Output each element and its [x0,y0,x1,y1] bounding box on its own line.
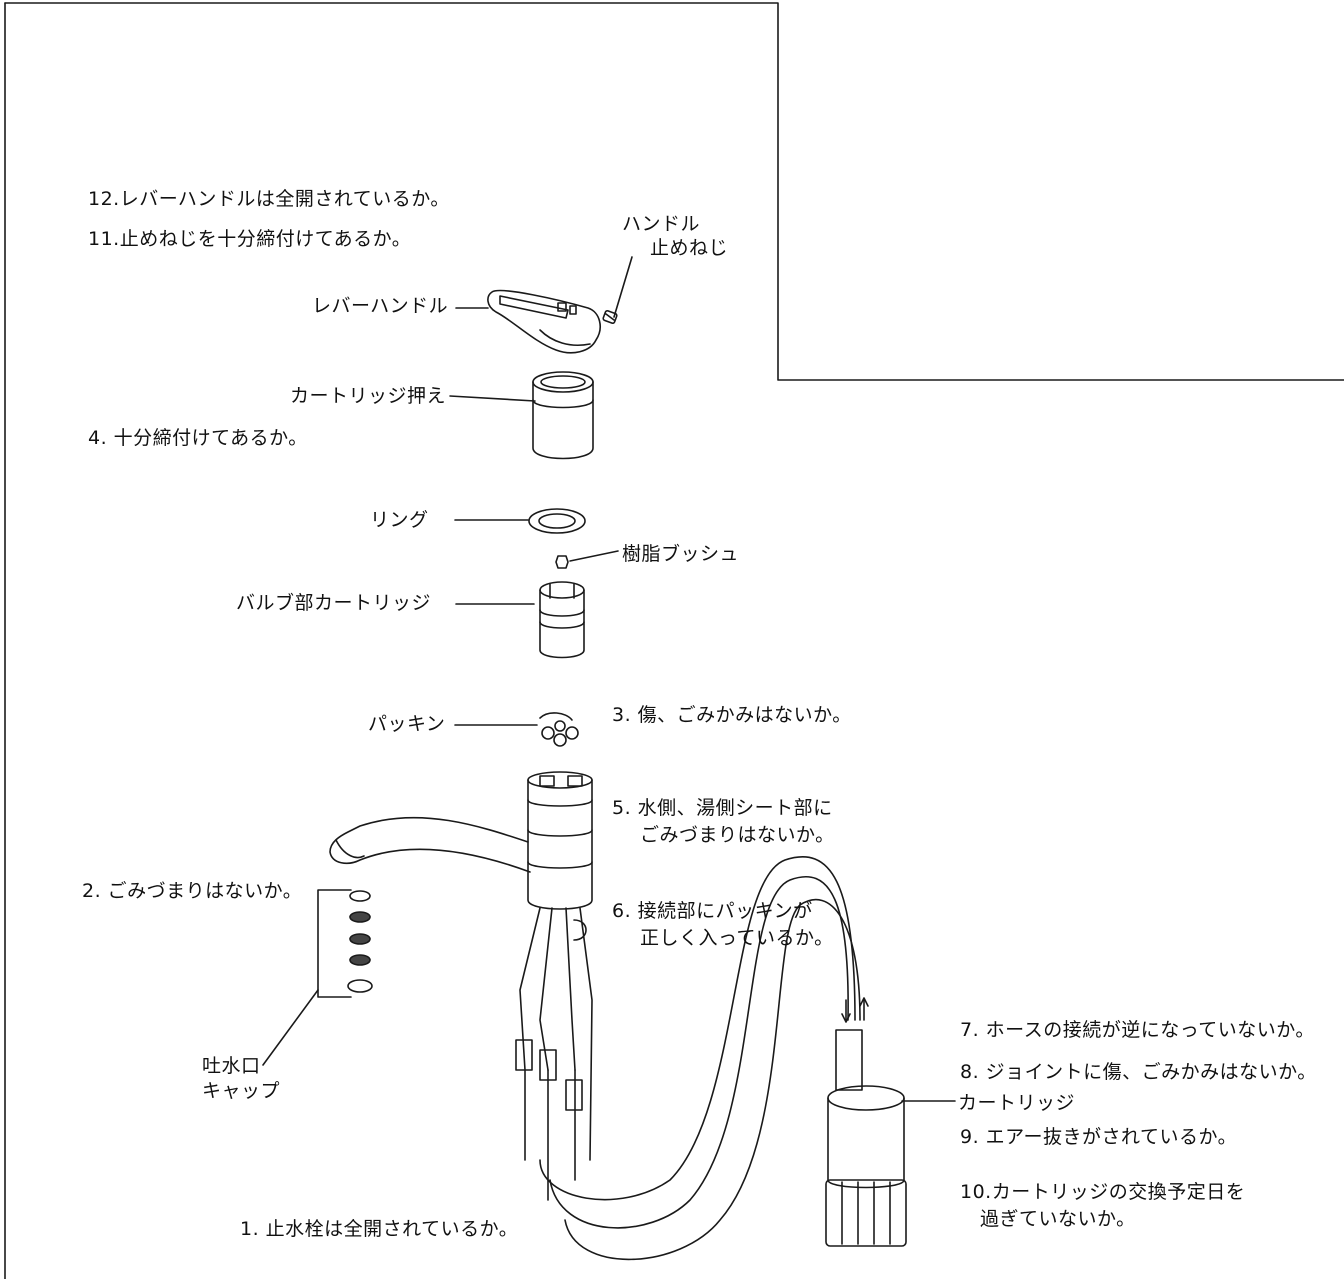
check-item-6-line1: 6. 接続部にパッキンが [612,900,813,922]
page-frame [4,2,1344,381]
label-resin-bush: 樹脂ブッシュ [622,543,740,565]
leader-spout-cap [262,989,319,1066]
check-item-5-line1: 5. 水側、湯側シート部に [612,797,833,819]
check-item-12: 12.レバーハンドルは全開されているか。 [88,188,450,210]
label-packing: パッキン [368,713,446,735]
flow-arrows [841,997,869,1023]
check-item-8: 8. ジョイントに傷、ごみかみはないか。 [960,1061,1317,1083]
long-hose [539,856,861,1261]
leader-resin-bush [569,550,619,562]
ring [528,508,586,534]
label-cartridge: カートリッジ [958,1092,1076,1114]
resin-bush [555,555,569,569]
packing [539,712,579,747]
check-item-7: 7. ホースの接続が逆になっていないか。 [960,1019,1315,1041]
check-item-10-line2: 過ぎていないか。 [980,1208,1136,1230]
check-item-2: 2. ごみづまりはないか。 [82,880,303,902]
leader-cartridge-holder [449,395,536,402]
faucet-hoses [515,907,593,1201]
check-item-11: 11.止めねじを十分締付けてあるか。 [88,228,412,250]
label-spout-cap-line1: 吐水口 [202,1055,261,1077]
spout [329,816,531,873]
lever-handle [487,289,601,354]
label-valve-cartridge: バルブ部カートリッジ [236,592,432,614]
check-item-9: 9. エアー抜きがされているか。 [960,1126,1238,1148]
check-item-10-line1: 10.カートリッジの交換予定日を [960,1181,1246,1203]
spout-cap-parts [347,890,373,993]
check-item-4: 4. 十分締付けてあるか。 [88,427,308,449]
check-item-3: 3. 傷、ごみかみはないか。 [612,704,852,726]
bracket-spout-cap [317,889,352,998]
label-cartridge-holder: カートリッジ押え [290,385,447,407]
faucet-body [527,771,593,910]
check-item-6-line2: 正しく入っているか。 [640,927,834,949]
handle-screw [602,310,618,324]
cartridge-holder [532,371,594,460]
label-handle-screw-line1: ハンドル [622,213,701,235]
filter-cartridge [825,1029,907,1247]
check-item-1: 1. 止水栓は全開されているか。 [240,1218,519,1240]
label-ring: リング [370,509,429,531]
check-item-5-line2: ごみづまりはないか。 [640,824,835,846]
label-spout-cap-line2: キャップ [202,1080,281,1102]
label-lever-handle: レバーハンドル [312,295,449,317]
label-handle-screw-line2: 止めねじ [650,237,729,259]
leader-handle-screw [613,256,633,318]
valve-cartridge [539,581,585,659]
